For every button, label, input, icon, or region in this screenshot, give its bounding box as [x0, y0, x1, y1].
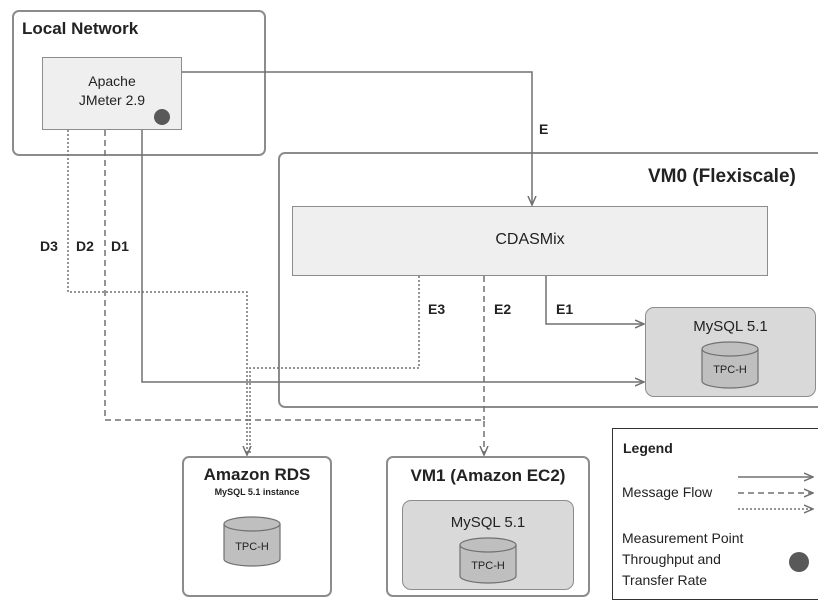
flow-e3	[249, 276, 420, 454]
flow-e	[182, 71, 532, 204]
flow-d2	[104, 130, 484, 454]
flow-label-e3: E3	[428, 301, 446, 317]
local-network-container	[12, 10, 266, 156]
vm0-container	[278, 152, 818, 408]
flow-e1	[545, 276, 643, 324]
legend-measurement-line3: Transfer Rate	[622, 572, 708, 588]
amazon-rds-title: Amazon RDS	[203, 465, 311, 484]
cdasmix-box	[292, 206, 768, 276]
legend-measurement-line2: Throughput and	[622, 551, 721, 567]
flow-label-d3: D3	[40, 238, 58, 254]
local-network-title: Local Network	[22, 19, 139, 38]
vm1-container	[386, 456, 590, 597]
legend-measurement-line1: Measurement Point	[622, 530, 744, 546]
flow-label-d2: D2	[76, 238, 94, 254]
vm0-title: VM0 (Flexiscale)	[648, 166, 796, 187]
measurement-point-icon	[154, 109, 170, 125]
flow-label-d1: D1	[111, 238, 129, 254]
amazon-rds-subtitle: MySQL 5.1 instance	[214, 487, 300, 497]
amazon-rds-db-label: TPC-H	[235, 541, 269, 553]
vm1-title: VM1 (Amazon EC2)	[410, 466, 566, 485]
amazon-rds-box	[182, 456, 332, 597]
mysql-vm0-title: MySQL 5.1	[693, 318, 768, 335]
cdasmix-label: CDASMix	[495, 231, 565, 248]
legend-measurement-point-icon	[789, 552, 809, 572]
flow-d1	[141, 130, 643, 382]
legend-message-flow: Message Flow	[622, 484, 713, 500]
mysql-vm0-db-label: TPC-H	[713, 364, 747, 376]
db-cylinder-vm1-icon	[459, 537, 517, 584]
db-cylinder-rds-icon	[223, 516, 281, 567]
db-cylinder-vm0-icon	[701, 341, 759, 389]
legend-title: Legend	[623, 440, 673, 456]
flow-label-e: E	[539, 121, 549, 137]
mysql-vm1-title: MySQL 5.1	[450, 514, 526, 531]
flow-label-e1: E1	[556, 301, 574, 317]
flow-d3	[67, 130, 247, 454]
jmeter-label-line1: Apache	[88, 73, 136, 89]
jmeter-label-line2: JMeter 2.9	[78, 92, 146, 108]
flow-label-e2: E2	[494, 301, 512, 317]
vm1-db-label: TPC-H	[471, 560, 505, 572]
